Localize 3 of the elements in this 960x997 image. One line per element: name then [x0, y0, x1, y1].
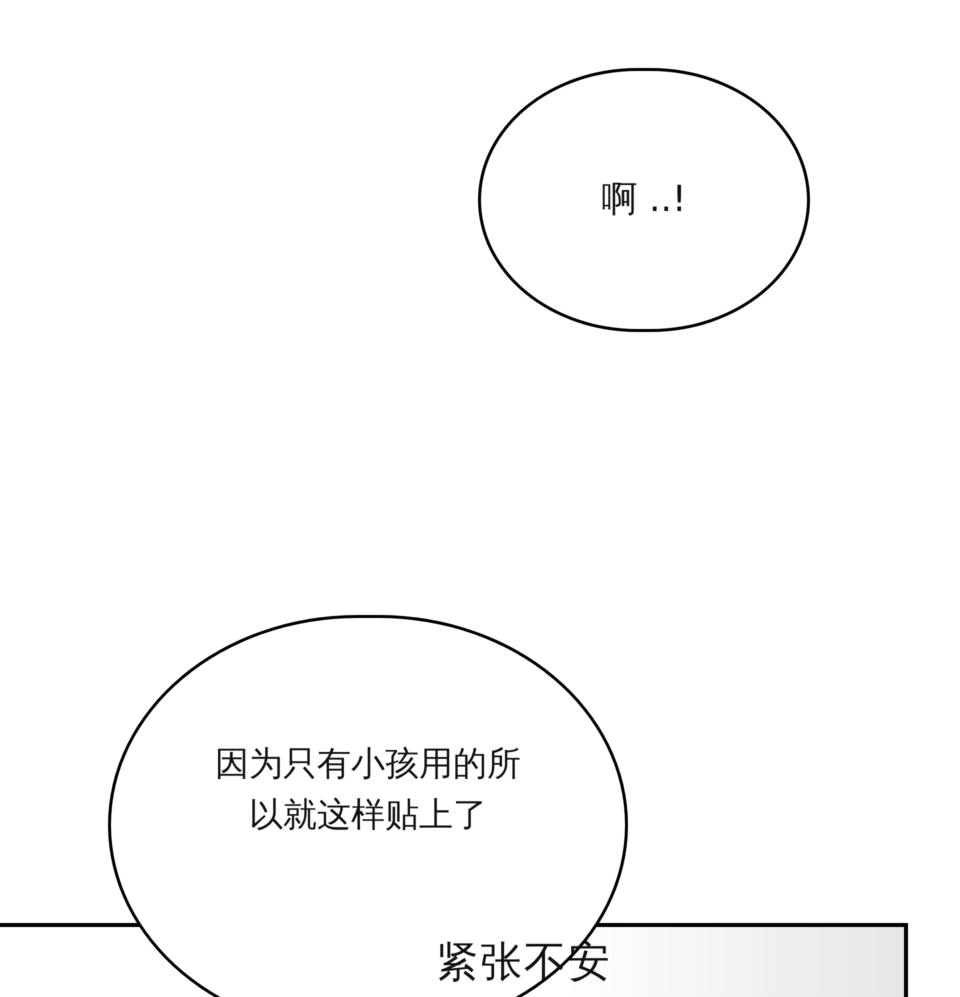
speech-text: 因为只有小孩用的所以就这样贴上了 [214, 743, 522, 837]
sound-effect-text: 紧张不安 [436, 936, 612, 988]
speech-text: 啊 ..! [602, 178, 686, 222]
